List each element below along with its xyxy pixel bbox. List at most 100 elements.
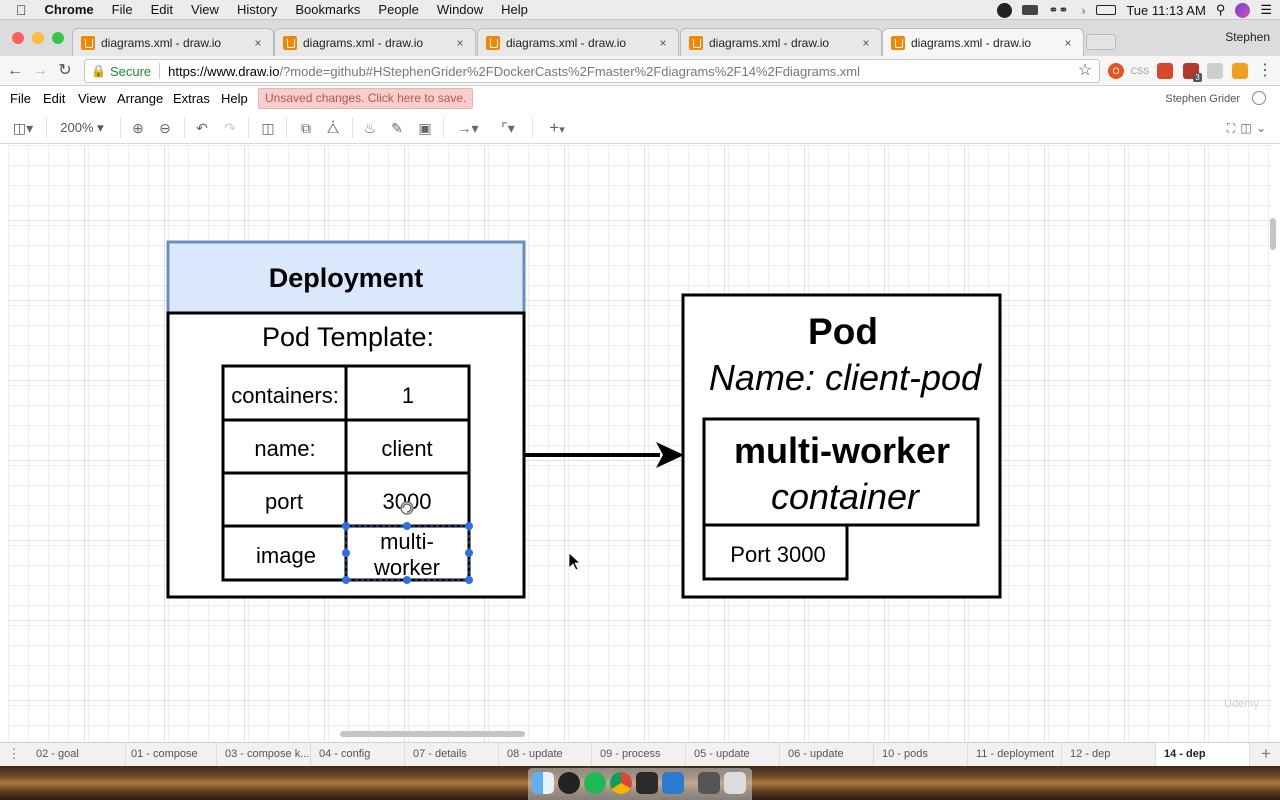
reload-icon[interactable]: ↻ [58, 62, 72, 79]
apple-icon[interactable]:  [0, 0, 36, 20]
delete-icon[interactable]: ◫ [261, 120, 275, 136]
page-tab[interactable]: 10 - pods [874, 743, 968, 766]
chrome-profile-name[interactable]: Stephen [1225, 30, 1270, 44]
minimize-window-button[interactable] [32, 32, 44, 44]
drawing-canvas[interactable]: Deployment Pod Template: containers: 1 n… [8, 145, 1272, 742]
address-bar[interactable]: 🔒 Secure https://www.draw.io /?mode=gith… [84, 59, 1100, 83]
add-page-icon[interactable]: + [1261, 744, 1271, 763]
container-box[interactable] [702, 417, 980, 527]
table-cell[interactable] [221, 471, 348, 528]
redo-icon[interactable]: ↷ [224, 120, 236, 136]
tab-close-icon[interactable]: × [862, 35, 870, 50]
connection-style-icon[interactable]: →▾ [457, 120, 479, 136]
spotify-icon[interactable] [584, 772, 606, 794]
table-cell[interactable] [221, 524, 348, 582]
vscode-icon[interactable] [662, 772, 684, 794]
extension-opera-icon[interactable]: O [1108, 63, 1124, 79]
finder-icon[interactable] [532, 772, 554, 794]
drawio-menu-edit[interactable]: Edit [43, 91, 66, 106]
pod-shape[interactable]: Pod Name: client-pod multi-worker contai… [681, 293, 1002, 599]
drawio-menu-extras[interactable]: Extras [173, 91, 210, 106]
format-panel-icon[interactable]: ◫▾ [12, 120, 34, 136]
terminal-icon[interactable] [636, 772, 658, 794]
selection-outline[interactable] [342, 501, 473, 584]
menu-window[interactable]: Window [426, 1, 483, 17]
tab-close-icon[interactable]: × [1064, 35, 1072, 50]
fill-color-icon[interactable]: ♨ [363, 120, 377, 136]
page-tab[interactable]: 06 - update [780, 743, 874, 766]
tab-close-icon[interactable]: × [456, 35, 464, 50]
browser-tab[interactable]: diagrams.xml - draw.io × [72, 28, 274, 56]
menu-people[interactable]: People [367, 1, 418, 17]
drawio-user-name[interactable]: Stephen Grider [1165, 93, 1240, 105]
pages-menu-icon[interactable]: ⋮ [7, 746, 21, 761]
drawio-menu-file[interactable]: File [10, 91, 31, 106]
page-tab[interactable]: 09 - process [592, 743, 686, 766]
collapse-icon[interactable]: ⌄ [1255, 121, 1267, 135]
resize-handle[interactable] [465, 576, 473, 584]
docker-status-icon[interactable] [1022, 5, 1039, 15]
extension-grey-icon[interactable] [1207, 63, 1223, 79]
screen-icon[interactable] [698, 772, 720, 794]
siri-icon[interactable] [1235, 2, 1251, 18]
to-front-icon[interactable]: ⧉ [301, 120, 311, 136]
tab-close-icon[interactable]: × [659, 35, 667, 50]
chrome-menu-icon[interactable]: ⋮ [1257, 62, 1273, 79]
resize-handle[interactable] [465, 522, 473, 530]
trash-icon[interactable] [724, 772, 746, 794]
page-tab[interactable]: 11 - deployment [968, 743, 1062, 766]
resize-handle[interactable] [465, 549, 473, 557]
fullscreen-icon[interactable]: ⛶ [1226, 121, 1236, 135]
extension-red-icon[interactable] [1157, 63, 1173, 79]
resize-handle[interactable] [342, 549, 350, 557]
resize-handle[interactable] [403, 576, 411, 584]
battery-icon[interactable] [1096, 5, 1117, 15]
undo-icon[interactable]: ↶ [196, 120, 208, 136]
menu-file[interactable]: File [101, 1, 133, 17]
line-color-icon[interactable]: ✎ [391, 120, 403, 136]
obs-icon[interactable] [558, 772, 580, 794]
page-tab[interactable]: 04 - config [311, 743, 405, 766]
language-globe-icon[interactable] [1252, 91, 1266, 105]
page-tab[interactable]: 01 - compose [123, 743, 217, 766]
menu-history[interactable]: History [226, 1, 277, 17]
obs-status-icon[interactable] [997, 2, 1013, 18]
bookmark-star-icon[interactable]: ☆ [1077, 62, 1093, 79]
menu-view[interactable]: View [180, 1, 219, 17]
split-panel-icon[interactable]: ◫ [1240, 121, 1252, 135]
extension-css-icon[interactable]: CSS [1130, 66, 1150, 76]
resize-handle[interactable] [403, 522, 411, 530]
menubar-clock[interactable]: Tue 11:13 AM [1126, 2, 1206, 18]
drawio-menu-help[interactable]: Help [221, 91, 248, 106]
tab-close-icon[interactable]: × [254, 35, 262, 50]
menu-help[interactable]: Help [490, 1, 528, 17]
page-tab[interactable]: 07 - details [405, 743, 499, 766]
zoom-out-icon[interactable]: ⊖ [159, 120, 171, 136]
chrome-icon[interactable] [610, 772, 632, 794]
vertical-scrollbar[interactable] [1270, 218, 1276, 250]
resize-handle[interactable] [342, 576, 350, 584]
browser-tab-active[interactable]: diagrams.xml - draw.io × [882, 28, 1084, 56]
extension-badge-icon[interactable]: 3 [1183, 63, 1202, 82]
waypoints-icon[interactable]: ⌜▾ [501, 120, 515, 136]
browser-tab[interactable]: diagrams.xml - draw.io × [274, 28, 476, 56]
new-tab-button[interactable] [1086, 34, 1116, 50]
back-icon[interactable]: ← [7, 62, 23, 79]
zoom-level[interactable]: 200% ▾ [60, 120, 104, 135]
zoom-window-button[interactable] [52, 32, 64, 44]
browser-tab[interactable]: diagrams.xml - draw.io × [477, 28, 679, 56]
page-tab[interactable]: 12 - dep [1062, 743, 1156, 766]
notification-center-icon[interactable]: ☰ [1260, 2, 1272, 17]
page-tab[interactable]: 08 - update [499, 743, 592, 766]
spotlight-search-icon[interactable]: ⚲ [1215, 2, 1226, 17]
insert-plus-icon[interactable]: +▾ [549, 118, 565, 137]
page-tab[interactable]: 05 - update [686, 743, 780, 766]
menu-edit[interactable]: Edit [140, 1, 173, 17]
pod-template-table[interactable]: containers: 1 name: client port 3000 ima… [221, 364, 471, 582]
page-tab[interactable]: 03 - compose k... [217, 743, 311, 766]
shadow-icon[interactable]: ▣ [418, 120, 432, 136]
drawio-menu-view[interactable]: View [78, 91, 106, 106]
wifi-icon[interactable]: ◑ [1078, 2, 1087, 18]
to-back-icon[interactable]: ⧊ [326, 120, 340, 136]
port-box[interactable] [702, 523, 849, 581]
